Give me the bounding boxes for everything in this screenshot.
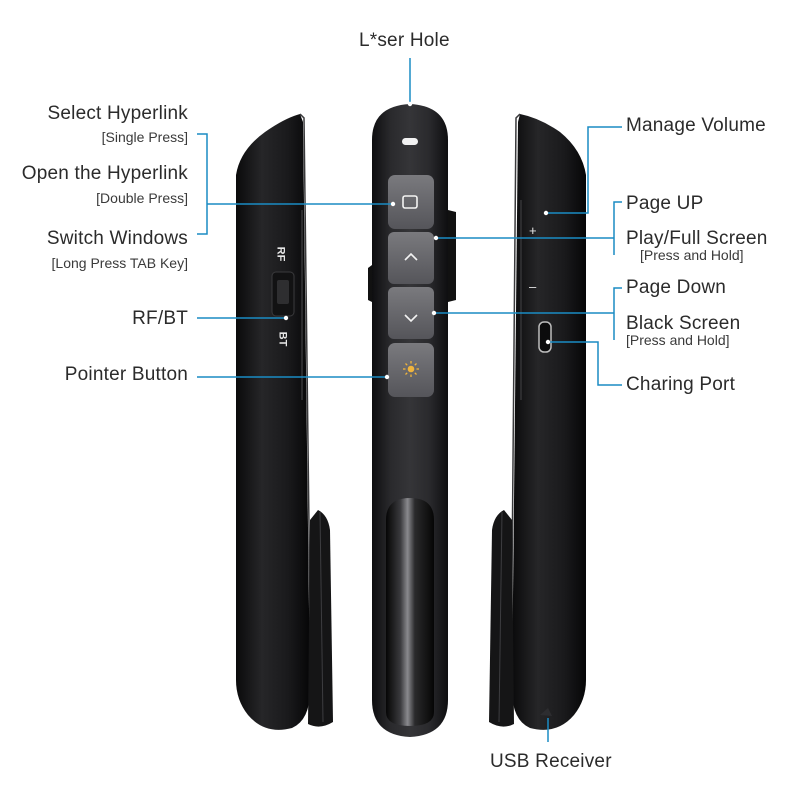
left-bracket bbox=[197, 133, 208, 235]
usb-receiver-slot bbox=[386, 498, 434, 726]
play-full-screen-label: Play/Full Screen bbox=[626, 228, 768, 249]
select-hyperlink-note: [Single Press] bbox=[101, 129, 188, 145]
right-side-device bbox=[489, 113, 586, 730]
usb-receiver-label: USB Receiver bbox=[490, 751, 612, 772]
pointer-button-label: Pointer Button bbox=[64, 364, 188, 385]
black-screen-note: [Press and Hold] bbox=[626, 332, 730, 348]
volume-plus-marking: + bbox=[529, 223, 537, 238]
open-hyperlink-note: [Double Press] bbox=[96, 190, 188, 206]
rf-bt-label: RF/BT bbox=[132, 308, 188, 329]
charging-port bbox=[538, 321, 552, 353]
tab-icon bbox=[402, 195, 418, 209]
left-side-device bbox=[236, 113, 333, 730]
black-screen-label: Black Screen bbox=[626, 313, 741, 334]
callout-dots bbox=[283, 101, 551, 380]
play-full-screen-note: [Press and Hold] bbox=[640, 247, 744, 263]
page-down-label: Page Down bbox=[626, 277, 727, 298]
switch-windows-label: Switch Windows bbox=[46, 228, 188, 249]
manage-volume-label: Manage Volume bbox=[626, 115, 766, 136]
laser-hole-indicator bbox=[402, 138, 418, 145]
select-hyperlink-label: Select Hyperlink bbox=[47, 103, 188, 124]
laser-sun-icon bbox=[403, 361, 419, 377]
switch-windows-note: [Long Press TAB Key] bbox=[51, 255, 188, 271]
callout-lines bbox=[197, 58, 622, 742]
chevron-up-icon bbox=[404, 252, 418, 261]
center-front-device bbox=[368, 104, 456, 737]
volume-line bbox=[546, 126, 622, 214]
charging-port-label: Charing Port bbox=[626, 374, 736, 395]
open-hyperlink-label: Open the Hyperlink bbox=[21, 163, 188, 184]
laser-hole-label: L*ser Hole bbox=[359, 30, 450, 51]
charging-port-line bbox=[548, 341, 622, 386]
volume-minus-marking: – bbox=[529, 279, 537, 294]
page-down-bracket bbox=[613, 287, 622, 340]
page-up-label: Page UP bbox=[626, 193, 704, 214]
page-up-button[interactable] bbox=[388, 232, 434, 284]
chevron-down-icon bbox=[404, 314, 418, 323]
bt-marking: BT bbox=[276, 331, 289, 347]
tab-button[interactable] bbox=[388, 175, 434, 229]
rf-marking: RF bbox=[274, 246, 287, 262]
page-up-bracket bbox=[613, 201, 622, 255]
page-down-button[interactable] bbox=[388, 287, 434, 339]
